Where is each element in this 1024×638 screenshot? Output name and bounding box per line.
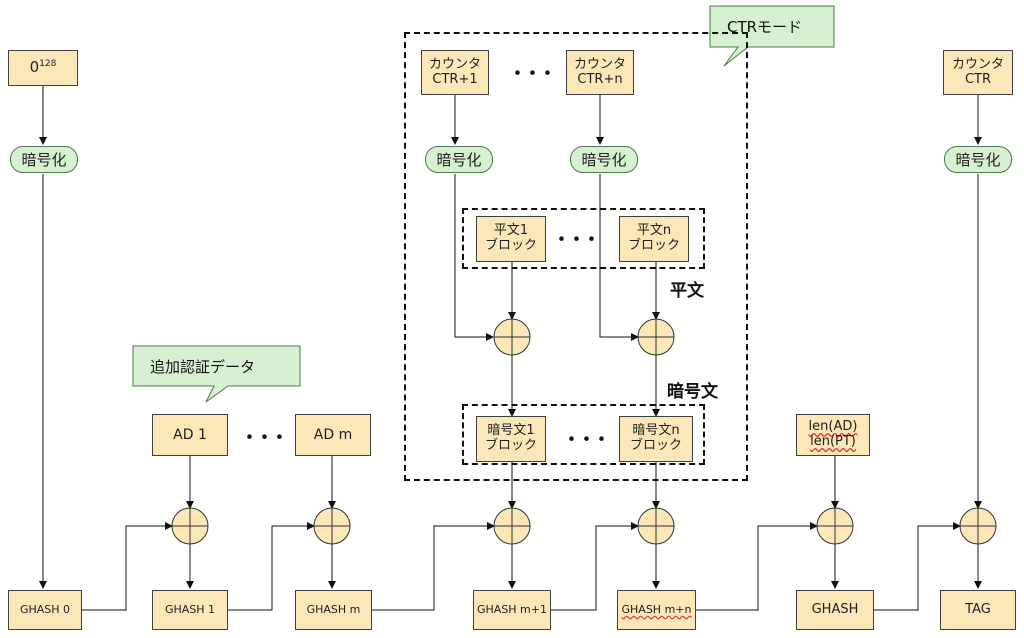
xor-cn — [637, 507, 675, 545]
ciphertext-block-n-sub: ブロック — [629, 438, 682, 453]
counter-ctrn: カウンタ CTR+n — [566, 50, 634, 95]
xor-symbols — [171, 318, 997, 545]
ciphertext-block-n: 暗号文n ブロック — [619, 416, 693, 462]
ciphertext-label: 暗号文 — [667, 382, 718, 402]
ctr-mode-callout — [709, 5, 835, 67]
plaintext-group — [462, 208, 705, 269]
encrypt-ctrn: 暗号化 — [570, 146, 638, 173]
ad-ellipsis: ･･･ — [244, 426, 290, 451]
ciphertext-block-1: 暗号文1 ブロック — [476, 416, 546, 462]
encrypt-ctr1: 暗号化 — [425, 146, 493, 173]
ciphertext-block-1-title: 暗号文1 — [487, 423, 535, 439]
ciphertext-block-1-sub: ブロック — [484, 438, 537, 453]
counter-ctr-title: カウンタ — [951, 56, 1004, 72]
encrypt-zero: 暗号化 — [10, 146, 78, 173]
plaintext-block-1-title: 平文1 — [493, 223, 529, 239]
xor-len — [816, 507, 854, 545]
ghash-final: GHASH — [796, 590, 874, 630]
counter-ctr-value: CTR — [964, 71, 992, 87]
ghash-0: GHASH 0 — [8, 590, 82, 630]
zero-block: 0128 — [8, 50, 78, 86]
len-pt: len(PT) — [810, 434, 856, 449]
plaintext-block-n-title: 平文n — [636, 223, 672, 239]
ghash-1: GHASH 1 — [152, 590, 228, 630]
xor-adm — [313, 507, 351, 545]
ghash-m-plus-n: GHASH m+n — [617, 590, 696, 630]
counter-ctr: カウンタ CTR — [943, 50, 1013, 95]
plaintext-block-n: 平文n ブロック — [619, 216, 689, 262]
plaintext-block-1-sub: ブロック — [484, 238, 537, 253]
ciphertext-ellipsis: ･･･ — [566, 428, 612, 453]
counter-ctr1: カウンタ CTR+1 — [421, 50, 489, 95]
ghash-m-plus-n-label: GHASH m+n — [621, 602, 692, 616]
ghash-m: GHASH m — [295, 590, 372, 630]
counter-ctr1-title: カウンタ — [428, 56, 481, 72]
aad-callout-label: 追加認証データ — [150, 358, 256, 376]
plaintext-label: 平文 — [670, 281, 704, 301]
ad-block-m: AD m — [295, 414, 371, 456]
ad-block-1: AD 1 — [152, 414, 228, 456]
plaintext-ellipsis: ･･･ — [556, 228, 602, 253]
zero-exponent: 128 — [39, 59, 57, 70]
xor-c1 — [493, 507, 531, 545]
counter-ellipsis: ･･･ — [512, 62, 558, 87]
aad-callout — [132, 345, 301, 403]
ciphertext-group — [462, 404, 705, 465]
length-block: len(AD) len(PT) — [796, 414, 870, 456]
xor-tag — [959, 507, 997, 545]
xor-ad1 — [171, 507, 209, 545]
zero-base: 0 — [29, 58, 40, 77]
plaintext-block-n-sub: ブロック — [627, 238, 680, 253]
encrypt-ctr: 暗号化 — [944, 146, 1012, 173]
tag-block: TAG — [940, 590, 1016, 630]
ctr-mode-callout-label: CTRモード — [727, 18, 803, 36]
xor-ctrn — [637, 318, 675, 356]
xor-ctr1 — [493, 318, 531, 356]
counter-ctr1-value: CTR+1 — [432, 71, 478, 87]
plaintext-block-1: 平文1 ブロック — [476, 216, 546, 262]
len-ad: len(AD) — [808, 419, 858, 435]
ghash-m-plus-1: GHASH m+1 — [473, 590, 551, 630]
ctr-mode-region — [404, 32, 748, 481]
ciphertext-block-n-title: 暗号文n — [632, 423, 680, 439]
counter-ctrn-title: カウンタ — [573, 56, 626, 72]
counter-ctrn-value: CTR+n — [577, 71, 623, 87]
